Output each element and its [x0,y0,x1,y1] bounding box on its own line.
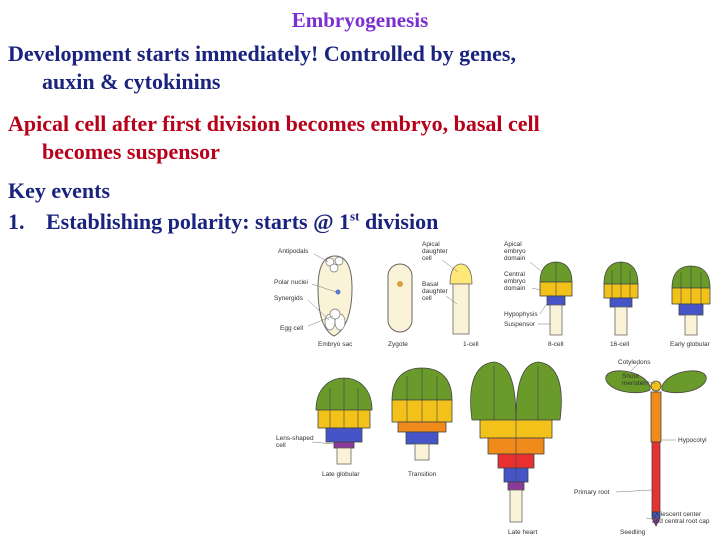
polarity-text: Establishing polarity: starts @ 1 [46,209,351,234]
embryo-sac-diagram: Antipodals Polar nuclei Synergids Egg ce… [274,248,353,348]
label-synergids: Synergids [274,295,304,302]
one-cell-diagram: Apical daughter cell Basal daughter cell… [422,241,479,348]
bullet-development: Development starts immediately! Controll… [8,40,712,96]
late-globular-suspensor [336,447,352,465]
label-central-embryo-domain: Central embryo domain [504,271,528,292]
transition-suspensor [414,443,430,461]
polar-nuclei [335,289,341,295]
label-basal-daughter-cell: Basal daughter cell [422,281,449,302]
sixteen-cell-diagram: 16-cell [603,261,639,348]
seedling-diagram: Cotyledons Shoot meristem Hypocotyl Prim… [574,359,710,536]
slide-title: Embryogenesis [291,8,429,32]
label-cotyledons: Cotyledons [618,359,651,366]
late-heart-root-cap [507,481,525,491]
embryogenesis-figure: Antipodals Polar nuclei Synergids Egg ce… [274,241,711,536]
label-apical-daughter-cell: Apical daughter cell [422,241,449,262]
bullet-development-line2: auxin & cytokinins [42,69,221,94]
sixteen-cell-hypophysis [609,297,633,308]
label-late-globular: Late globular [322,471,360,478]
bullet-key-events: Key events [8,178,111,203]
early-globular-suspensor [684,314,698,336]
label-seedling: Seedling [620,529,646,536]
basal-daughter-cell [452,283,470,335]
zygote-shape [387,263,413,333]
late-heart-cotyledon-right [515,361,562,421]
label-primary-root: Primary root [574,489,610,496]
polarity-superscript: st [350,208,360,224]
seedling-root-cap [651,517,661,527]
seedling-hypocotyl [650,391,662,443]
label-shoot-meristem: Shoot meristem [622,373,649,387]
sixteen-cell-suspensor [614,306,628,336]
transition-lower-central [397,421,447,433]
label-antipodals: Antipodals [278,248,309,255]
egg-cell [329,308,341,320]
suspensor-cells [549,304,563,336]
lens-shaped-cell [333,441,355,449]
transition-hypophysis [405,431,439,445]
zygote-nucleus [397,281,403,287]
seedling-cotyledon-right [661,370,707,394]
label-one-cell: 1-cell [463,341,479,348]
polarity-text-end: division [359,209,439,234]
bullet-apical-line1: Apical cell after first division becomes… [8,111,540,136]
bullet-establishing-polarity: 1. Establishing polarity: starts @ 1st di… [8,208,712,236]
shoot-meristem [650,380,662,392]
label-early-globular: Early globular [670,341,711,348]
late-heart-suspensor [509,489,523,523]
late-globular-hypophysis [325,427,363,443]
bullet-apical-cell: Apical cell after first division becomes… [8,110,712,166]
label-hypocotyl: Hypocotyl [678,437,707,444]
early-globular-diagram: Early globular [670,265,711,348]
label-suspensor: Suspensor [504,321,536,328]
late-heart-cotyledon-left [470,361,517,421]
eight-cell-diagram: Apical embryo domain Central embryo doma… [504,241,573,348]
label-embryo-sac: Embryo sac [318,341,353,348]
hypophysis-cell [546,295,566,306]
label-eight-cell: 8-cell [548,341,564,348]
seedling-primary-root [651,441,661,513]
label-zygote: Zygote [388,341,408,348]
bullet-development-line1: Development starts immediately! Controll… [8,41,516,66]
label-quiescent-center: Quiescent center and central root cap [652,511,710,525]
early-globular-hypophysis [678,303,704,316]
bullet-apical-line2: becomes suspensor [42,139,220,164]
zygote-diagram: Zygote [387,263,413,348]
label-sixteen-cell: 16-cell [610,341,630,348]
label-polar-nuclei: Polar nuclei [274,279,308,286]
late-heart-diagram: Late heart [470,361,562,536]
label-transition: Transition [408,471,437,478]
apical-daughter-cell [449,263,473,285]
antipodal-cells [325,256,344,273]
late-globular-diagram: Lens-shaped cell Late globular [276,377,373,478]
label-apical-embryo-domain: Apical embryo domain [504,241,528,262]
label-lens-shaped-cell: Lens-shaped cell [276,435,315,449]
label-late-heart: Late heart [508,529,537,536]
seedling-cotyledon-left [605,370,651,394]
bullet-number: 1. [8,209,25,234]
transition-diagram: Transition [391,367,453,478]
label-hypophysis: Hypophysis [504,311,538,318]
label-egg-cell: Egg cell [280,325,304,332]
